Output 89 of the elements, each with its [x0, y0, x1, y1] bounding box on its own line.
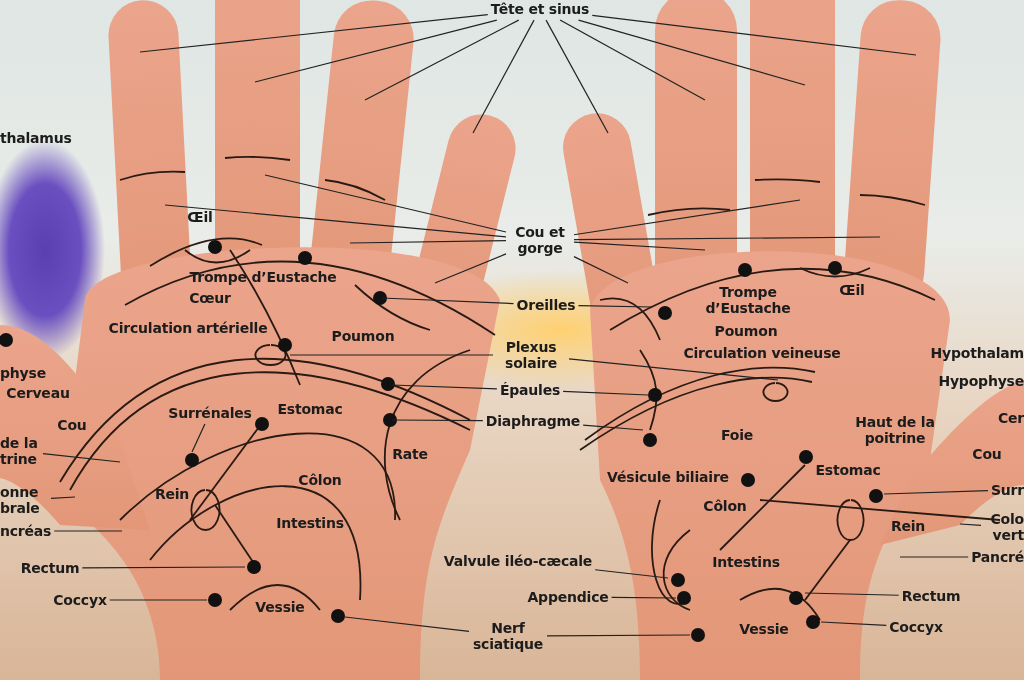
- zone-label: Cer: [997, 409, 1024, 427]
- zone-label: Surrénales: [168, 404, 252, 422]
- zone-label: Haut de la poitrine: [854, 413, 936, 447]
- zone-label: Estomac: [815, 461, 881, 479]
- leader-line: [559, 19, 706, 101]
- zone-label: Trompe d’Eustache: [704, 283, 792, 317]
- leader-line: [344, 616, 470, 633]
- leader-line: [883, 490, 989, 495]
- leader-line: [545, 19, 609, 134]
- zone-label: ncréas: [0, 522, 52, 540]
- leader-line: [50, 496, 76, 499]
- zone-label: Rate: [392, 445, 428, 463]
- leader-line: [899, 556, 969, 558]
- leader-line: [81, 566, 246, 569]
- zone-label: Appendice: [527, 588, 609, 606]
- leader-line: [139, 14, 489, 53]
- leader-line: [264, 174, 507, 233]
- leader-line: [191, 423, 206, 453]
- leader-line: [109, 599, 208, 601]
- zone-label: Plexus solaire: [496, 338, 566, 372]
- leader-line: [391, 419, 484, 422]
- zone-label: Poumon: [714, 322, 778, 340]
- zone-label: Tête et sinus: [490, 1, 590, 18]
- zone-label: Estomac: [277, 400, 343, 418]
- zone-label: Trompe d’Eustache: [189, 268, 337, 286]
- zone-label: Cou: [972, 445, 1002, 463]
- leader-line: [573, 256, 629, 284]
- leader-line: [577, 19, 806, 86]
- zone-label: onne brale: [0, 483, 48, 517]
- leader-line: [577, 305, 653, 308]
- leader-line: [573, 241, 706, 251]
- zone-label: Intestins: [276, 514, 344, 532]
- leader-line: [611, 596, 677, 599]
- zone-label: Côlon: [703, 497, 747, 515]
- zone-label: Hypophyse: [938, 372, 1024, 390]
- zone-label: Côlon: [298, 471, 342, 489]
- leader-line: [434, 253, 507, 284]
- zone-label: Cerveau: [6, 384, 70, 402]
- zone-label: thalamus: [0, 129, 72, 147]
- leader-line: [568, 358, 779, 381]
- zone-label: Coccyx: [889, 618, 943, 636]
- zone-label: Œil: [187, 208, 213, 226]
- zone-label: Rectum: [20, 559, 80, 577]
- zone-label: de la trine: [0, 434, 40, 468]
- zone-label: Diaphragme: [485, 412, 581, 430]
- leader-line: [546, 634, 691, 637]
- zone-label: Colo vert: [984, 510, 1024, 544]
- leader-line: [254, 19, 498, 83]
- zone-label: Coccyx: [53, 591, 107, 609]
- leader-line: [53, 530, 123, 532]
- zone-label: Pancré: [971, 548, 1024, 566]
- zone-label: Intestins: [712, 553, 780, 571]
- zone-label: Hypothalam: [930, 344, 1024, 362]
- leader-line: [582, 424, 644, 431]
- zone-label: Poumon: [331, 327, 395, 345]
- zone-label: Rein: [890, 517, 926, 535]
- zone-label: Oreilles: [516, 296, 576, 314]
- zone-label: Épaules: [499, 381, 561, 399]
- zone-label: Circulation artérielle: [108, 319, 268, 337]
- zone-label: Cœur: [189, 289, 231, 307]
- leader-line: [349, 239, 507, 244]
- leader-line: [959, 523, 982, 527]
- zone-label: Nerf sciatique: [472, 619, 544, 653]
- leader-line: [804, 592, 900, 596]
- leader-line: [42, 452, 121, 463]
- leader-line: [573, 236, 881, 241]
- leader-line: [820, 621, 887, 627]
- zone-label: Œil: [839, 281, 865, 299]
- leader-line: [391, 384, 498, 390]
- zone-label: Vessie: [255, 598, 305, 616]
- zone-label: Vésicule biliaire: [607, 468, 729, 486]
- leader-line: [594, 569, 669, 579]
- leader-line: [591, 14, 917, 56]
- zone-label: Foie: [720, 426, 754, 444]
- zone-label: Rectum: [901, 587, 961, 605]
- zone-label: Valvule iléo-cæcale: [443, 552, 593, 570]
- leader-line: [573, 199, 801, 236]
- leader-line: [364, 19, 520, 101]
- zone-label: Rein: [154, 485, 190, 503]
- zone-label: Surr: [990, 481, 1024, 499]
- zone-label: physe: [0, 364, 46, 382]
- leader-line: [164, 204, 507, 238]
- leader-line: [289, 354, 494, 356]
- zone-label: Vessie: [739, 620, 789, 638]
- leader-line: [472, 19, 535, 134]
- zone-label: Circulation veineuse: [683, 344, 841, 362]
- leader-line: [562, 390, 649, 396]
- zone-label: Cou et gorge: [509, 223, 571, 257]
- zone-label: Cou: [57, 416, 87, 434]
